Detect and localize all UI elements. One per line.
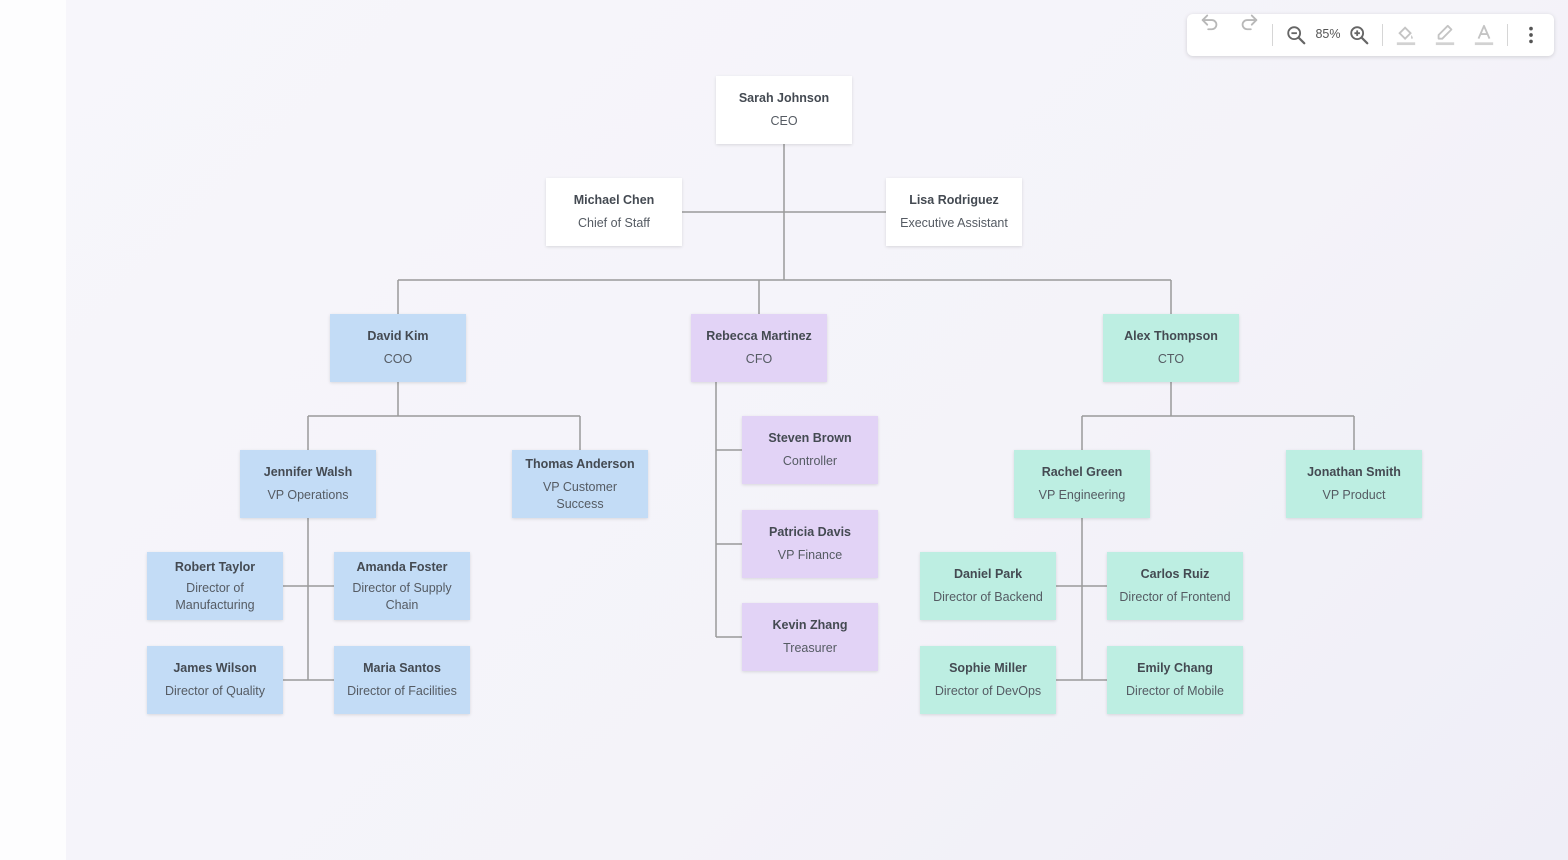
text-color-button[interactable] xyxy=(1472,23,1496,47)
zoom-out-button[interactable] xyxy=(1284,23,1308,47)
node-role: Director of Backend xyxy=(933,590,1043,604)
node-name: Lisa Rodriguez xyxy=(909,193,999,207)
node-name: Patricia Davis xyxy=(769,525,851,539)
node-role: VP Product xyxy=(1322,488,1386,502)
node-role: Treasurer xyxy=(783,641,837,655)
node-name: Sarah Johnson xyxy=(738,91,830,105)
org-node-vp-product[interactable]: Jonathan Smith VP Product xyxy=(1286,450,1422,518)
org-node-director-manufacturing[interactable]: Robert Taylor Director of Manufacturing xyxy=(147,552,283,620)
connector-vp-operations xyxy=(283,518,334,681)
toolbar-divider xyxy=(1507,24,1508,46)
org-node-chief-of-staff[interactable]: Michael Chen Chief of Staff xyxy=(546,178,682,246)
org-node-controller[interactable]: Steven Brown Controller xyxy=(742,416,878,484)
node-name: Michael Chen xyxy=(573,193,655,207)
org-node-ceo[interactable]: Sarah Johnson CEO xyxy=(716,76,852,144)
org-node-director-frontend[interactable]: Carlos Ruiz Director of Frontend xyxy=(1107,552,1243,620)
org-node-cfo[interactable]: Rebecca Martinez CFO xyxy=(691,314,827,382)
node-name: Robert Taylor xyxy=(174,559,256,574)
node-role: Director of Mobile xyxy=(1126,684,1224,698)
org-node-director-quality[interactable]: James Wilson Director of Quality xyxy=(147,646,283,714)
node-role: Executive Assistant xyxy=(900,216,1008,230)
org-node-vp-customer-success[interactable]: Thomas Anderson VP Customer Success xyxy=(512,450,648,518)
node-role: CTO xyxy=(1157,352,1185,366)
org-node-director-supply-chain[interactable]: Amanda Foster Director of Supply Chain xyxy=(334,552,470,620)
node-name: Carlos Ruiz xyxy=(1140,567,1210,581)
node-name: James Wilson xyxy=(173,661,257,675)
node-name: Steven Brown xyxy=(768,431,852,445)
pencil-icon xyxy=(1435,24,1455,46)
node-role: Director of DevOps xyxy=(934,684,1042,698)
toolbar-divider xyxy=(1382,24,1383,46)
node-name: David Kim xyxy=(367,329,429,343)
org-node-treasurer[interactable]: Kevin Zhang Treasurer xyxy=(742,603,878,671)
node-name: Jennifer Walsh xyxy=(263,465,353,479)
node-role: VP Engineering xyxy=(1038,488,1126,502)
canvas-margin xyxy=(0,0,66,860)
node-role: COO xyxy=(383,352,413,366)
connector-cfo xyxy=(715,382,742,638)
node-role: Director of Facilities xyxy=(347,684,457,698)
org-node-director-devops[interactable]: Sophie Miller Director of DevOps xyxy=(920,646,1056,714)
toolbar-divider xyxy=(1272,24,1273,46)
node-name: Daniel Park xyxy=(953,567,1023,581)
node-role: CEO xyxy=(770,114,798,128)
node-role: Director of Frontend xyxy=(1119,590,1231,604)
node-role: Director of Quality xyxy=(164,684,266,698)
node-role: Director of Manufacturing xyxy=(175,580,255,612)
org-node-executive-assistant[interactable]: Lisa Rodriguez Executive Assistant xyxy=(886,178,1022,246)
node-name: Amanda Foster xyxy=(356,559,448,574)
node-name: Maria Santos xyxy=(363,661,441,675)
more-vertical-icon xyxy=(1529,26,1533,44)
redo-icon xyxy=(1241,14,1258,31)
org-node-director-facilities[interactable]: Maria Santos Director of Facilities xyxy=(334,646,470,714)
node-name: Rachel Green xyxy=(1041,465,1123,479)
paint-bucket-icon xyxy=(1396,26,1416,46)
line-color-button[interactable] xyxy=(1433,23,1457,47)
zoom-in-icon xyxy=(1350,26,1369,45)
node-role: VP Customer Success xyxy=(542,479,618,511)
connector-cto xyxy=(1081,382,1355,450)
node-role: VP Finance xyxy=(777,548,843,562)
node-role: Controller xyxy=(782,454,838,468)
more-options-button[interactable] xyxy=(1519,23,1543,47)
zoom-in-button[interactable] xyxy=(1347,23,1371,47)
zoom-level: 85% xyxy=(1315,27,1341,41)
org-node-cto[interactable]: Alex Thompson CTO xyxy=(1103,314,1239,382)
node-role: Director of Supply Chain xyxy=(352,580,452,612)
org-node-vp-operations[interactable]: Jennifer Walsh VP Operations xyxy=(240,450,376,518)
node-name: Jonathan Smith xyxy=(1307,465,1401,479)
node-role: Chief of Staff xyxy=(577,216,651,230)
connector-coo xyxy=(307,382,581,450)
connector-clevel-bus xyxy=(397,279,1172,314)
node-role: CFO xyxy=(745,352,773,366)
node-name: Rebecca Martinez xyxy=(706,329,812,343)
org-node-vp-engineering[interactable]: Rachel Green VP Engineering xyxy=(1014,450,1150,518)
connector-vp-engineering xyxy=(1056,518,1107,681)
node-name: Emily Chang xyxy=(1137,661,1213,675)
org-node-vp-finance[interactable]: Patricia Davis VP Finance xyxy=(742,510,878,578)
org-node-coo[interactable]: David Kim COO xyxy=(330,314,466,382)
zoom-out-icon xyxy=(1287,26,1306,45)
fill-color-button[interactable] xyxy=(1394,23,1418,47)
node-name: Sophie Miller xyxy=(949,661,1027,675)
node-name: Kevin Zhang xyxy=(772,618,848,632)
org-node-director-backend[interactable]: Daniel Park Director of Backend xyxy=(920,552,1056,620)
org-node-director-mobile[interactable]: Emily Chang Director of Mobile xyxy=(1107,646,1243,714)
node-name: Alex Thompson xyxy=(1124,329,1218,343)
undo-icon xyxy=(1201,14,1218,31)
redo-button[interactable] xyxy=(1237,9,1261,33)
node-name: Thomas Anderson xyxy=(525,456,635,471)
undo-button[interactable] xyxy=(1198,9,1222,33)
text-color-icon xyxy=(1474,24,1494,46)
node-role: VP Operations xyxy=(267,488,349,502)
